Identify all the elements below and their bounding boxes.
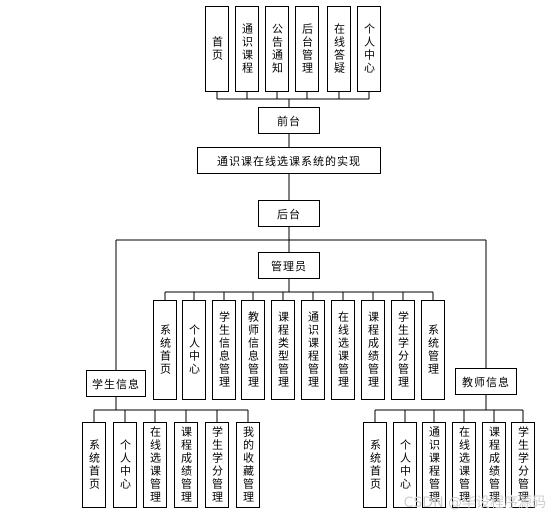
module-label: 个人中心 [187,324,201,376]
teacher-module: 通识课程管理 [422,422,446,508]
teacher-module: 课程成绩管理 [482,422,506,508]
student-module: 学生学分管理 [205,422,229,508]
watermark-text: CSDN @毕设程序源码 [403,495,546,511]
teacher-module: 个人中心 [393,422,417,508]
module-label: 在线选课管理 [336,311,350,389]
module-label: 系统管理 [426,324,440,376]
module-label: 课程成绩管理 [179,426,193,504]
module-label: 在线选课管理 [148,426,162,504]
front-module-profile: 个人中心 [357,6,381,92]
module-label: 课程成绩管理 [366,311,380,389]
teacher-module: 在线选课管理 [452,422,476,508]
front-module-admin-entry: 后台管理 [295,6,319,92]
admin-module: 学生学分管理 [391,300,415,400]
admin-module: 课程成绩管理 [361,300,385,400]
admin-module: 在线选课管理 [331,300,355,400]
module-label: 我的收藏管理 [241,426,255,504]
back-node: 后台 [258,200,320,227]
module-label: 在线选课管理 [457,426,471,504]
module-label: 课程成绩管理 [487,426,501,504]
student-module: 课程成绩管理 [174,422,198,508]
student-module: 个人中心 [113,422,137,508]
front-module-qa: 在线答疑 [327,6,351,92]
teacher-node: 教师信息 [455,368,517,395]
system-title: 通识课在线选课系统的实现 [217,154,361,168]
admin-node: 管理员 [258,252,320,279]
module-label: 学生信息管理 [217,311,231,389]
admin-module: 系统管理 [421,300,445,400]
module-label: 教师信息管理 [246,311,260,389]
front-label: 前台 [277,114,301,128]
module-label: 通识课程管理 [427,426,441,504]
teacher-module: 学生学分管理 [511,422,535,508]
admin-module: 通识课程管理 [301,300,325,400]
module-label: 系统首页 [87,439,101,491]
system-title-node: 通识课在线选课系统的实现 [197,147,381,174]
admin-module: 教师信息管理 [241,300,265,400]
admin-module: 系统首页 [153,300,177,400]
student-module: 我的收藏管理 [236,422,260,508]
module-label: 通识课程 [240,23,254,75]
admin-module: 学生信息管理 [212,300,236,400]
front-node: 前台 [258,107,320,134]
student-module: 系统首页 [82,422,106,508]
module-label: 在线答疑 [332,23,346,75]
admin-label: 管理员 [271,259,307,273]
module-label: 首页 [210,36,224,62]
module-label: 系统首页 [158,324,172,376]
front-module-notices: 公告通知 [265,6,289,92]
admin-module: 课程类型管理 [271,300,295,400]
module-label: 个人中心 [118,439,132,491]
module-label: 公告通知 [270,23,284,75]
student-node: 学生信息 [86,370,146,397]
admin-module: 个人中心 [182,300,206,400]
module-label: 通识课程管理 [306,311,320,389]
module-label: 个人中心 [362,23,376,75]
module-label: 学生学分管理 [210,426,224,504]
teacher-label: 教师信息 [462,375,510,389]
module-label: 个人中心 [398,439,412,491]
module-label: 系统首页 [368,439,382,491]
module-label: 学生学分管理 [516,426,530,504]
module-label: 课程类型管理 [276,311,290,389]
student-label: 学生信息 [92,377,140,391]
module-label: 后台管理 [300,23,314,75]
module-label: 学生学分管理 [396,311,410,389]
student-module: 在线选课管理 [143,422,167,508]
teacher-module: 系统首页 [363,422,387,508]
back-label: 后台 [277,207,301,221]
front-module-courses: 通识课程 [235,6,259,92]
front-module-home: 首页 [205,6,229,92]
